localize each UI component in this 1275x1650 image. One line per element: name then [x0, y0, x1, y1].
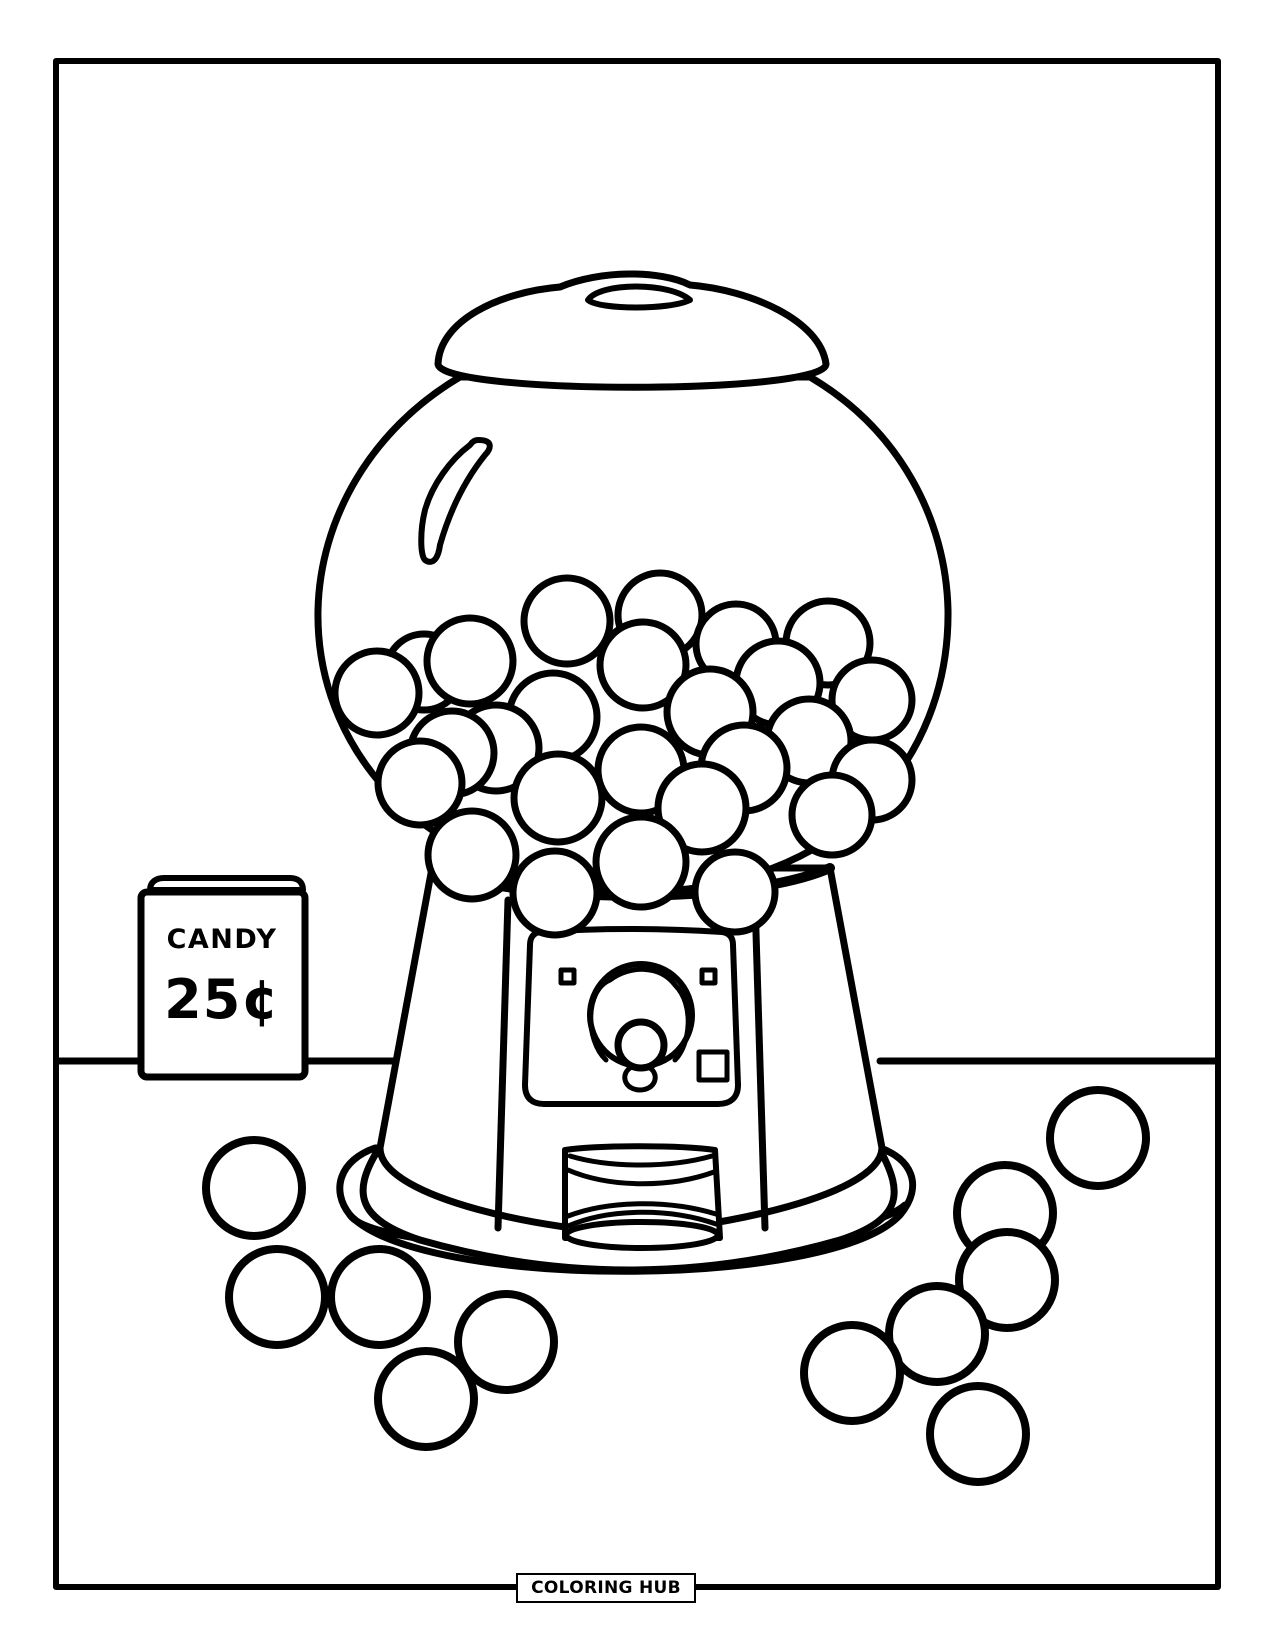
coin-dial-knob	[614, 1018, 668, 1072]
coin-return-square	[696, 1049, 730, 1083]
candy-price-sign	[137, 875, 309, 1081]
coin-panel	[522, 926, 741, 1107]
gumballs-in-globe	[331, 569, 916, 939]
indicator-right	[699, 967, 718, 986]
glass-highlight-icon	[418, 437, 493, 565]
sign-title: CANDY	[166, 924, 278, 955]
loose-gumballs	[202, 1086, 1150, 1486]
indicator-left	[558, 967, 577, 986]
dispenser-chute	[562, 1143, 723, 1251]
brand-label: COLORING HUB	[516, 1573, 696, 1603]
machine-lid	[434, 270, 830, 391]
sign-price: 25¢	[164, 968, 280, 1031]
